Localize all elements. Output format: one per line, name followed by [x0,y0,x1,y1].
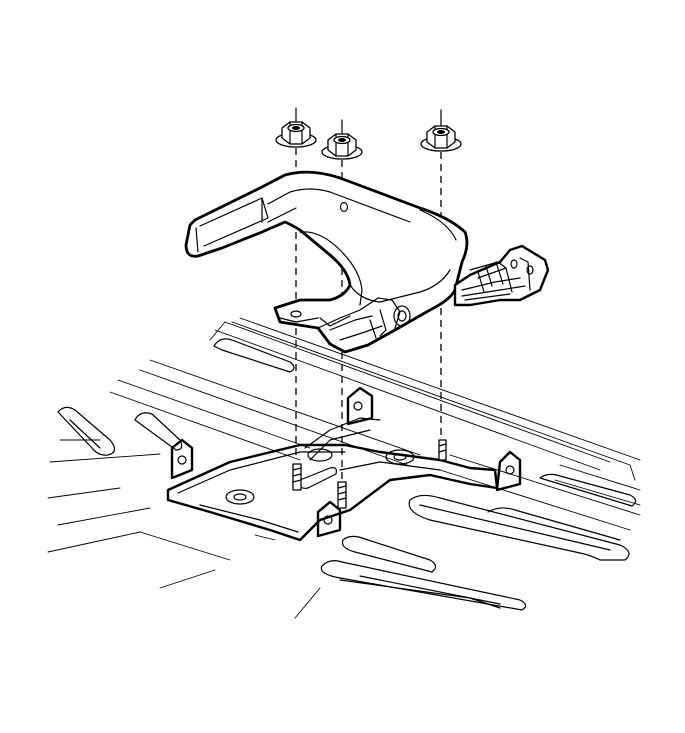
mounting-bracket [166,386,522,542]
parking-brake-lever [184,170,469,354]
floor-pan [47,317,641,619]
flange-nut-center [321,119,363,160]
stud-left [292,463,302,491]
cable-equalizer [453,244,550,307]
stud-center [337,481,347,509]
stud-right [438,439,447,461]
flange-nut-left [275,107,317,148]
flange-nut-right [420,109,462,152]
mounting-studs [292,439,447,509]
